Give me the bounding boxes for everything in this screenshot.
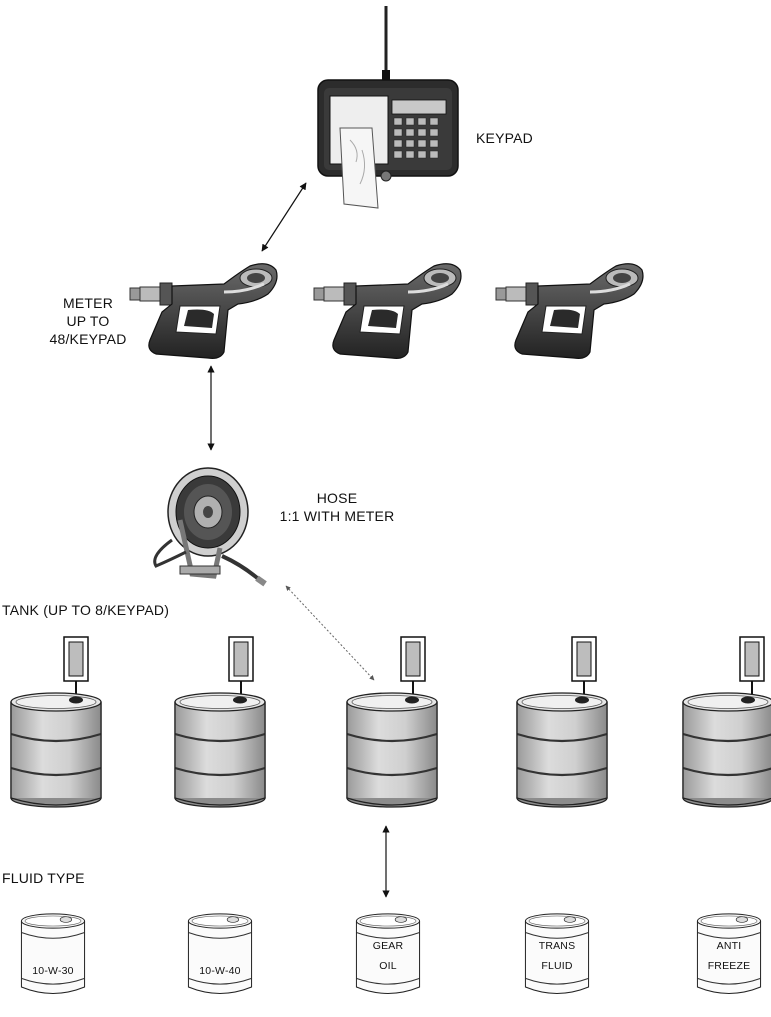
keypad-device	[318, 6, 458, 208]
tank-sensor-1	[64, 637, 88, 700]
link-keypad-meter	[262, 183, 306, 251]
meter-label: METER UP TO 48/KEYPAD	[40, 294, 136, 348]
tanks	[11, 637, 771, 807]
tank-label: TANK (UP TO 8/KEYPAD)	[2, 601, 169, 619]
hose-reel	[155, 468, 267, 586]
hose-label-line-2: 1:1 WITH METER	[272, 507, 402, 525]
tank-sensor-4	[572, 637, 596, 700]
fluid-label-1-line-1: 10-W-30	[20, 962, 86, 980]
meter-label-line-1: METER	[40, 294, 136, 312]
fluid-label-3-line-1: GEAR	[355, 936, 421, 956]
tank-drum-4	[517, 693, 607, 807]
fluid-label-1: 10-W-30	[20, 962, 86, 980]
tank-drum-2	[175, 693, 265, 807]
fluid-label-4: TRANS FLUID	[524, 936, 590, 976]
fluid-label-5: ANTI FREEZE	[696, 936, 762, 976]
meter-label-line-3: 48/KEYPAD	[40, 330, 136, 348]
fluid-drum-1	[21, 914, 84, 994]
fluid-type-label: FLUID TYPE	[2, 869, 85, 887]
fluid-label-3-line-2: OIL	[355, 956, 421, 976]
fluid-label-4-line-2: FLUID	[524, 956, 590, 976]
meter-nozzle-3	[496, 264, 643, 359]
meter-label-line-2: UP TO	[40, 312, 136, 330]
tank-drum-5	[683, 693, 771, 807]
fluid-label-2-line-1: 10-W-40	[187, 962, 253, 980]
link-hose-tank	[286, 586, 374, 680]
tank-drum-3	[347, 693, 437, 807]
fluid-label-5-line-1: ANTI	[696, 936, 762, 956]
tank-sensor-2	[229, 637, 253, 700]
keypad-label: KEYPAD	[476, 129, 533, 147]
meter-nozzle-2	[314, 264, 461, 359]
fluid-label-4-line-1: TRANS	[524, 936, 590, 956]
tank-drum-1	[11, 693, 101, 807]
tank-sensor-3	[401, 637, 425, 700]
fluid-label-3: GEAR OIL	[355, 936, 421, 976]
fluid-label-2: 10-W-40	[187, 962, 253, 980]
hose-label: HOSE 1:1 WITH METER	[272, 489, 402, 525]
fluid-drum-2	[188, 914, 251, 994]
tank-sensor-5	[740, 637, 764, 700]
fluid-label-5-line-2: FREEZE	[696, 956, 762, 976]
hose-label-line-1: HOSE	[272, 489, 402, 507]
meter-nozzle-1	[130, 264, 277, 359]
